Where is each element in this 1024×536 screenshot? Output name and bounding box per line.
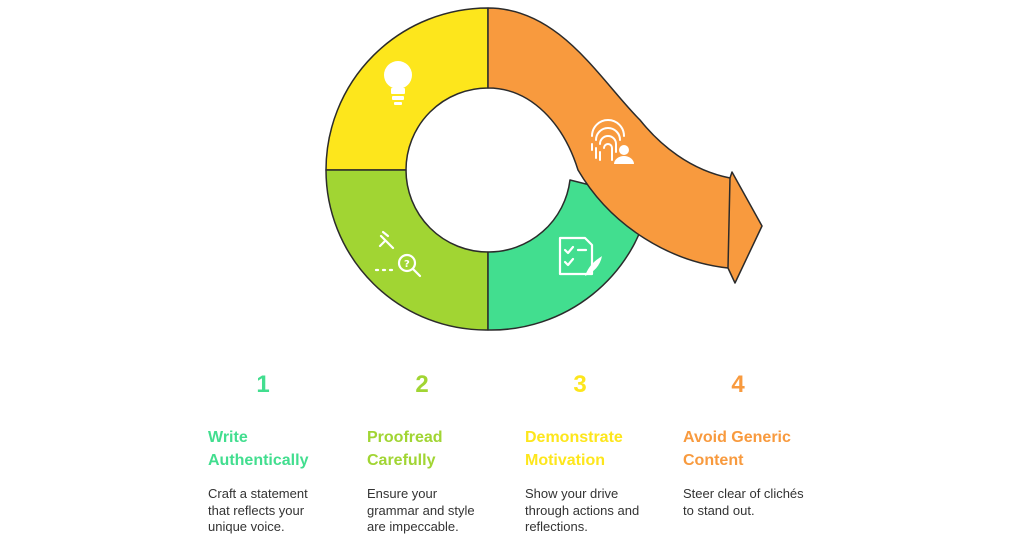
step-description-line: Craft a statement <box>208 486 308 501</box>
step-title-line: Content <box>683 452 744 469</box>
step-title-line: Write <box>208 429 248 446</box>
step-description-line: unique voice. <box>208 519 285 534</box>
step-title: Write Authentically <box>208 426 348 472</box>
step-1: 1 Write Authentically Craft a statement … <box>208 370 358 536</box>
step-description-line: that reflects your <box>208 502 305 518</box>
step-description: Ensure your grammar and style are impecc… <box>367 486 517 536</box>
bug-search-icon: ? <box>374 230 422 278</box>
step-title: Avoid Generic Content <box>683 426 823 472</box>
step-title-line: Proofread <box>367 429 443 446</box>
step-title-line: Demonstrate <box>525 429 623 446</box>
step-description-line: grammar and style <box>367 502 475 518</box>
step-description-line: Show your drive <box>525 486 619 501</box>
segment-lime <box>325 169 489 331</box>
step-title: Proofread Carefully <box>367 426 507 472</box>
step-number: 1 <box>256 371 270 398</box>
step-title-line: Motivation <box>525 452 605 469</box>
step-description-line: are impeccable. <box>367 519 459 534</box>
step-3: 3 Demonstrate Motivation Show your drive… <box>525 370 675 536</box>
step-4: 4 Avoid Generic Content Steer clear of c… <box>683 370 833 519</box>
step-description: Steer clear of clichés to stand out. <box>683 486 833 519</box>
step-number: 4 <box>731 371 745 398</box>
step-title-line: Carefully <box>367 452 436 469</box>
step-description-line: reflections. <box>525 519 588 534</box>
cycle-diagram: ? <box>325 7 763 331</box>
step-description-line: Ensure your <box>367 486 438 501</box>
lightbulb-icon <box>384 61 412 105</box>
step-description: Craft a statement that reflects your uni… <box>208 486 358 536</box>
step-title-line: Authentically <box>208 452 309 469</box>
segment-yellow <box>325 7 489 171</box>
checklist-leaf-icon <box>558 236 602 276</box>
step-2: 2 Proofread Carefully Ensure your gramma… <box>367 370 517 536</box>
step-description-line: through actions and <box>525 502 640 518</box>
step-description-line: Steer clear of clichés <box>683 486 804 501</box>
step-number: 3 <box>573 371 587 398</box>
step-number: 2 <box>415 371 429 398</box>
step-title: Demonstrate Motivation <box>525 426 665 472</box>
fingerprint-user-icon <box>591 119 634 164</box>
svg-text:?: ? <box>404 259 410 270</box>
step-description-line: to stand out. <box>683 502 755 518</box>
step-title-line: Avoid Generic <box>683 429 791 446</box>
step-description: Show your drive through actions and refl… <box>525 486 675 536</box>
